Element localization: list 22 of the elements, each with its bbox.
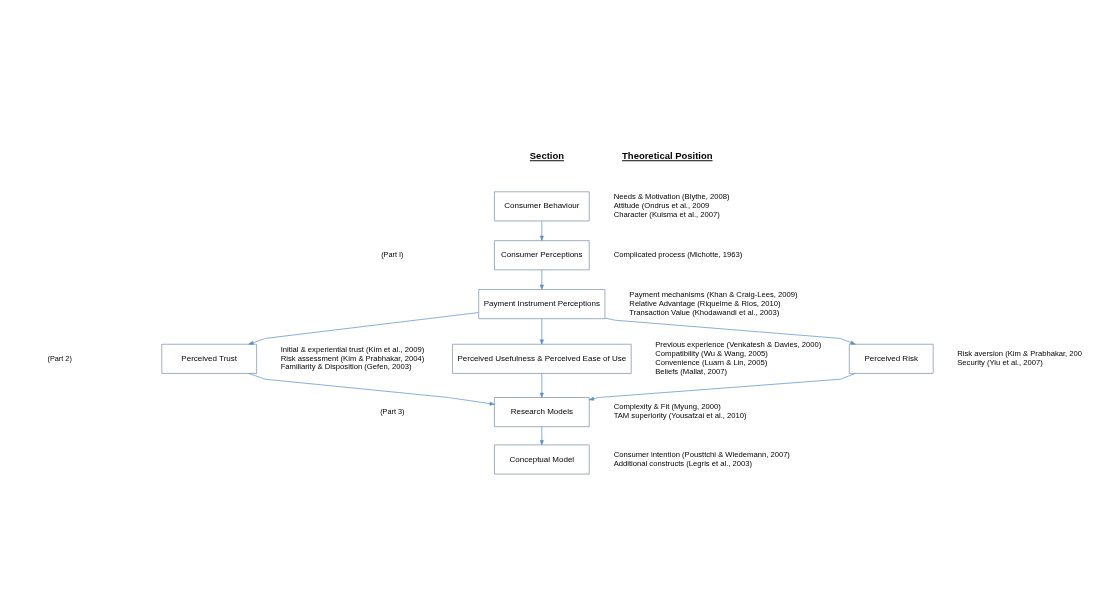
arrow [588, 372, 856, 401]
arrow [539, 372, 544, 398]
node-box: Consumer Behaviour [494, 190, 590, 221]
node-box: Consumer Perceptions [494, 239, 590, 270]
node-box: Perceived Usefulness & Perceived Ease of Use [452, 343, 632, 374]
node-box: Perceived Risk [848, 343, 934, 374]
label: (Part 2) [47, 353, 72, 363]
arrow [248, 372, 495, 406]
node-box: Research Models [494, 396, 590, 427]
arrow [539, 220, 544, 241]
node-box: Payment Instrument Perceptions [478, 288, 606, 319]
label: (Part I) [381, 249, 404, 259]
node-box: Conceptual Model [494, 444, 590, 474]
arrow [539, 317, 544, 345]
arrow [604, 317, 856, 345]
node-box: Perceived Trust [161, 343, 257, 374]
label: (Part 3) [380, 406, 405, 416]
arrow [248, 311, 479, 345]
arrow [539, 425, 544, 445]
label: Theoretical Position [622, 149, 713, 161]
label: Section [529, 149, 564, 161]
arrow [539, 269, 544, 290]
